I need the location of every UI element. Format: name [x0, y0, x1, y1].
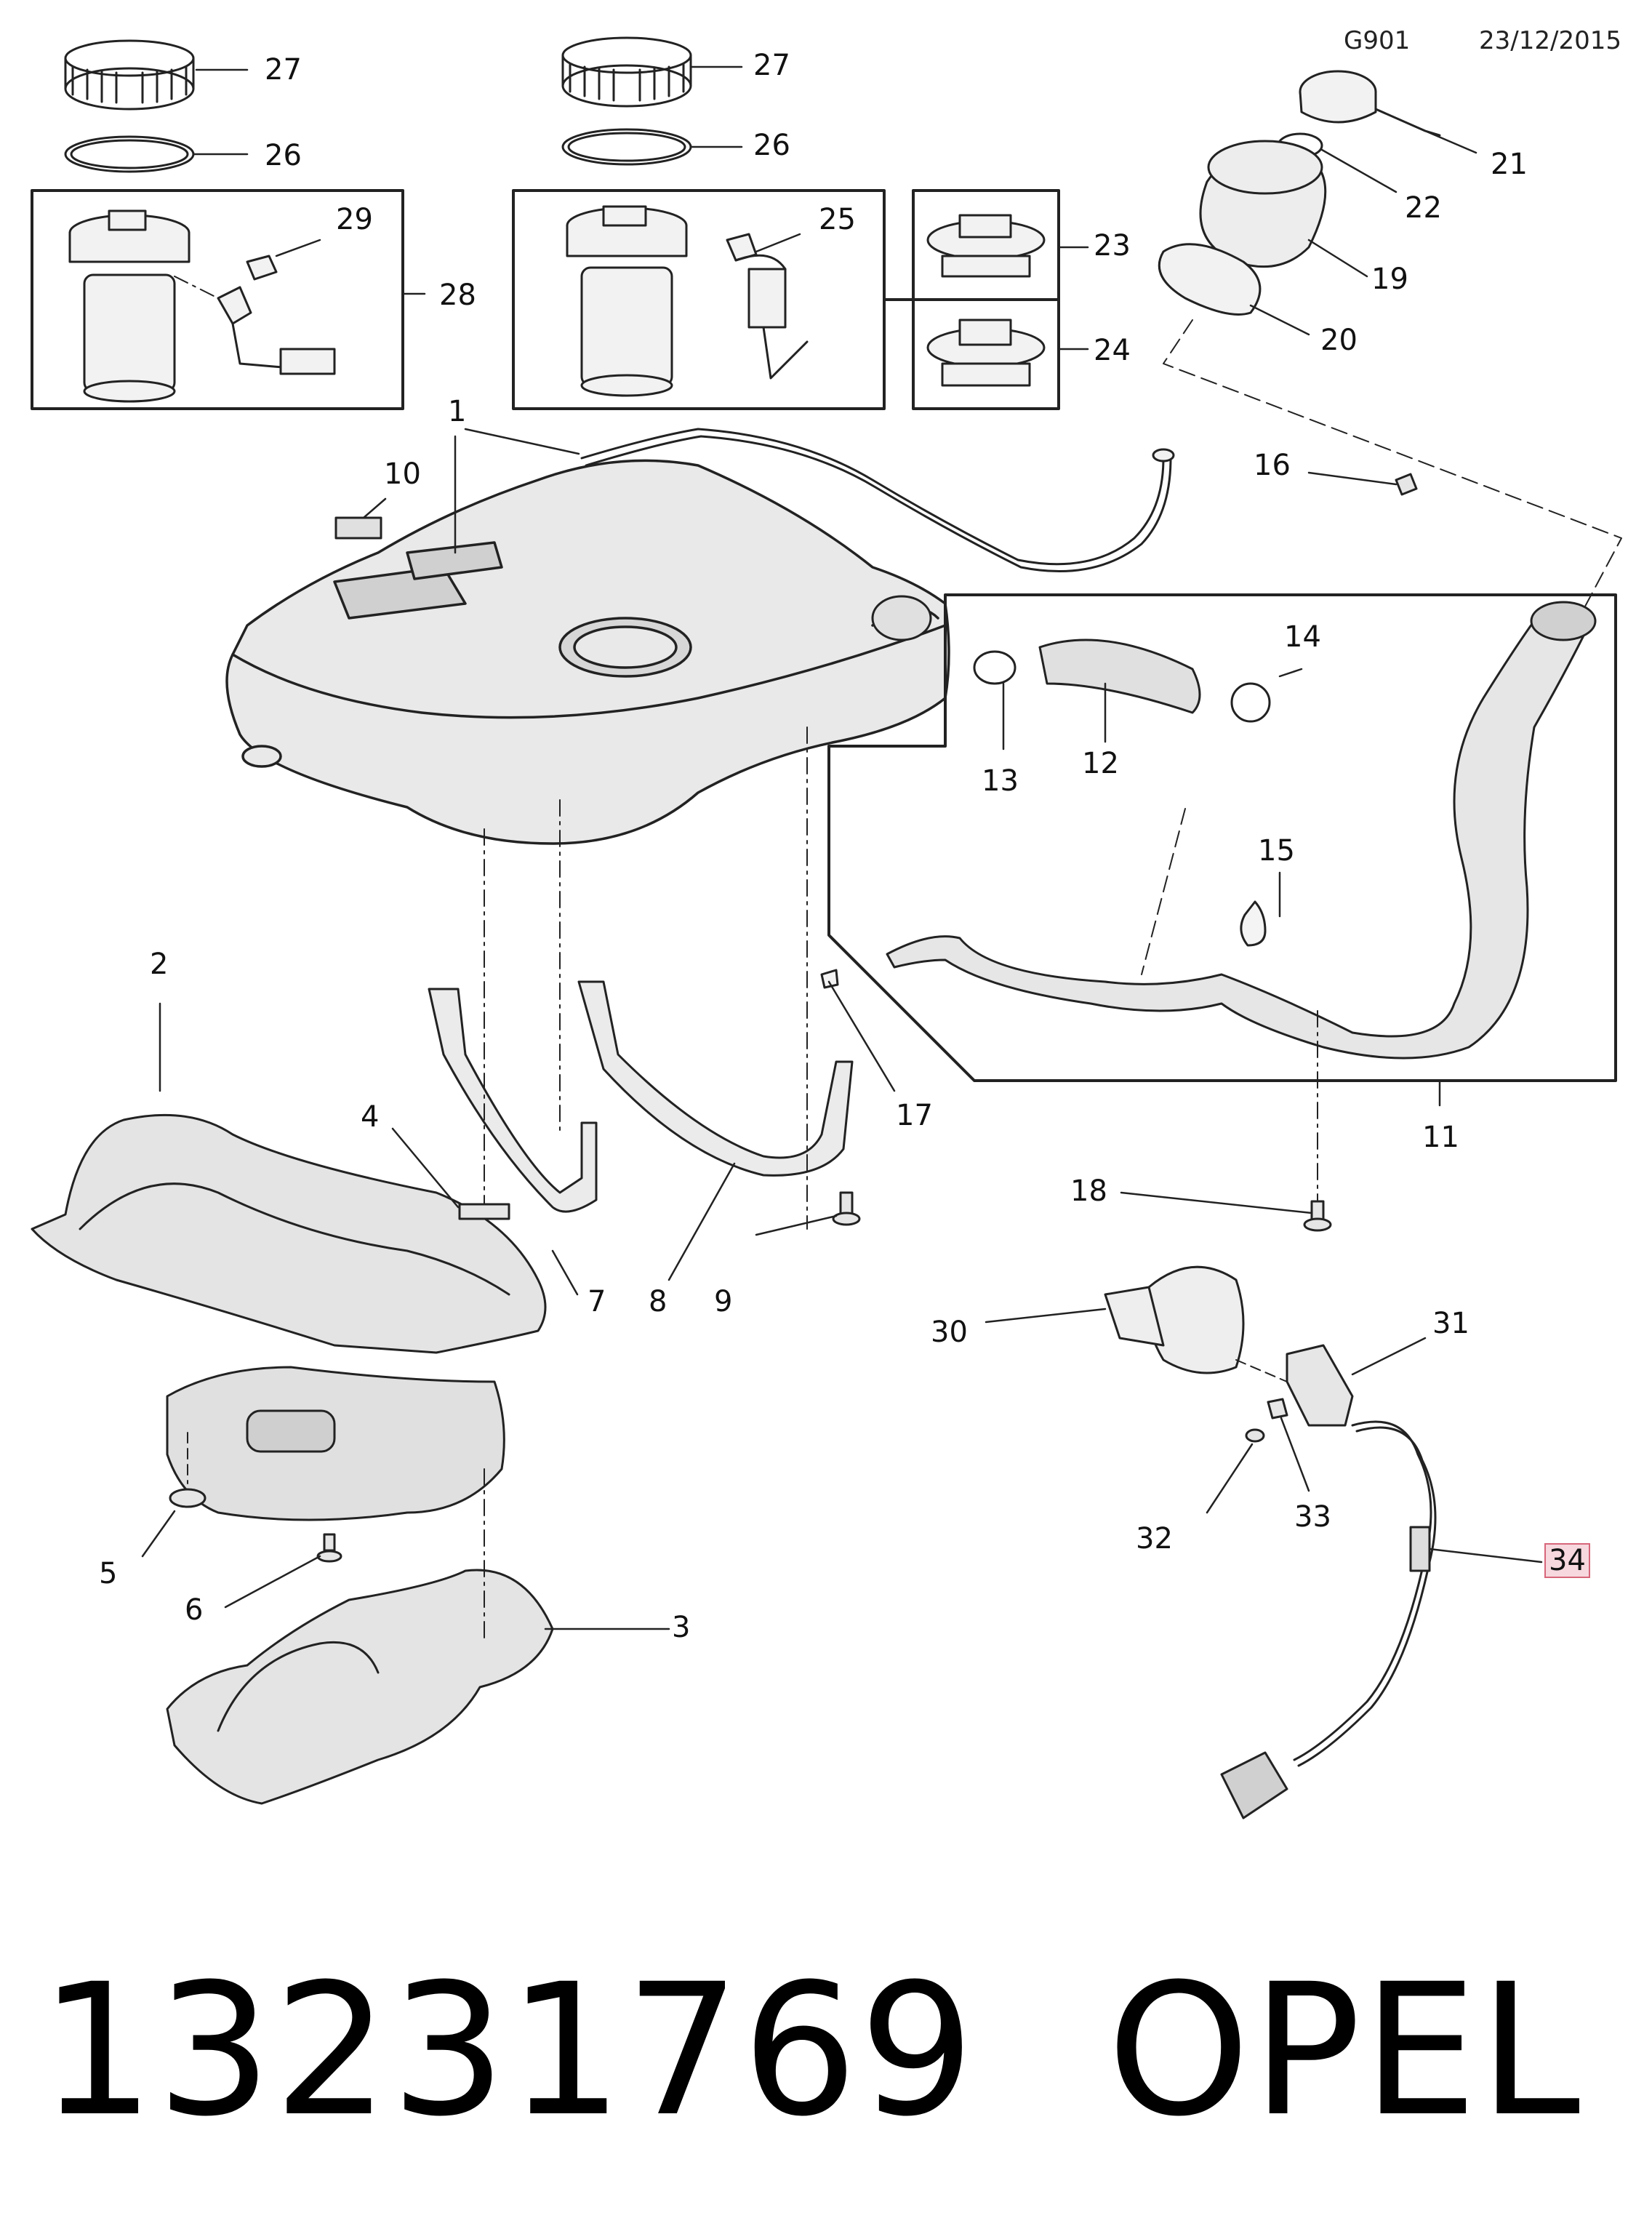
variant-box-24	[912, 298, 1060, 410]
callout-20: 20	[1320, 324, 1358, 357]
tank-neck	[871, 595, 932, 641]
callout-9: 9	[714, 1285, 733, 1318]
callout-12: 12	[1082, 747, 1119, 780]
fuel-level-sender-29	[217, 255, 336, 375]
callout-6: 6	[185, 1593, 204, 1627]
fuel-door-30	[1104, 1265, 1245, 1374]
callout-11: 11	[1422, 1121, 1459, 1154]
o-ring-left	[64, 135, 195, 173]
bolt-16	[1395, 473, 1418, 496]
vent-line	[580, 428, 1175, 573]
filler-pipe-box-11	[827, 593, 1617, 1082]
hose-clamp-13	[973, 650, 1017, 685]
callout-28: 28	[439, 279, 476, 312]
callout-22: 22	[1405, 191, 1442, 225]
mounting-ring-20	[1158, 243, 1262, 316]
callout-25: 25	[819, 203, 856, 236]
lock-ring-center	[561, 36, 692, 108]
bolt-18	[1303, 1200, 1332, 1232]
diagram-date: 23/12/2015	[1479, 26, 1621, 55]
callout-4: 4	[361, 1100, 380, 1134]
callout-1: 1	[448, 395, 467, 428]
fuel-pump-module-left	[68, 209, 191, 403]
hose-clamp-14	[1230, 682, 1271, 723]
callout-21: 21	[1491, 148, 1528, 181]
callout-27-center: 27	[753, 49, 790, 82]
callout-34-highlighted[interactable]: 34	[1544, 1543, 1590, 1578]
clip-17	[820, 969, 839, 989]
heat-shield-center	[166, 1366, 505, 1521]
callout-33: 33	[1294, 1500, 1331, 1534]
callout-7: 7	[588, 1285, 606, 1318]
fuel-pump-module-center	[566, 205, 688, 397]
nut-5	[169, 1488, 206, 1508]
tank-strap-7	[428, 988, 598, 1213]
lock-ring-left	[64, 39, 195, 111]
callout-32: 32	[1136, 1522, 1173, 1556]
callout-14: 14	[1284, 620, 1321, 654]
actuator-31	[1286, 1344, 1354, 1427]
filler-housing-19	[1199, 140, 1327, 268]
callout-23: 23	[1094, 229, 1131, 263]
callout-24: 24	[1094, 334, 1131, 367]
clip-15	[1240, 900, 1267, 947]
callout-31: 31	[1432, 1307, 1469, 1340]
filler-cap-21	[1299, 70, 1441, 137]
filler-pipe	[886, 601, 1597, 1060]
part-number: 13231769	[39, 1945, 977, 2156]
callout-3: 3	[672, 1611, 691, 1644]
callout-30: 30	[931, 1316, 968, 1349]
callout-2: 2	[150, 948, 169, 981]
clip-33	[1267, 1398, 1288, 1420]
callout-13: 13	[982, 764, 1019, 798]
heat-shield-3	[166, 1569, 554, 1805]
bolt-9	[832, 1191, 861, 1226]
brand-name: OPEL	[1107, 1945, 1582, 2156]
callout-29: 29	[336, 203, 373, 236]
o-ring-center	[561, 128, 692, 166]
callout-26-center: 26	[753, 129, 790, 162]
callout-15: 15	[1258, 834, 1295, 868]
callout-16: 16	[1254, 449, 1291, 482]
fuel-level-sender-25	[726, 233, 809, 380]
filler-hose-12	[1038, 638, 1201, 714]
callout-10: 10	[384, 457, 421, 491]
nut-4	[458, 1203, 510, 1220]
pump-module-box-28	[31, 189, 404, 410]
callout-26-left: 26	[265, 139, 302, 172]
callout-18: 18	[1070, 1174, 1107, 1208]
screw-32	[1245, 1428, 1265, 1443]
pad-10	[334, 516, 382, 540]
tank-strap-8	[577, 980, 854, 1177]
callout-17: 17	[896, 1099, 933, 1132]
fuel-tank-1	[225, 459, 950, 845]
diagram-code: G901	[1344, 26, 1411, 55]
callout-5: 5	[99, 1557, 118, 1590]
callout-19: 19	[1371, 263, 1408, 296]
bolt-6	[316, 1533, 342, 1563]
release-cable-34	[1220, 1420, 1437, 1819]
callout-8: 8	[649, 1285, 667, 1318]
callout-27-left: 27	[265, 53, 302, 87]
heat-shield-2	[31, 1113, 547, 1354]
